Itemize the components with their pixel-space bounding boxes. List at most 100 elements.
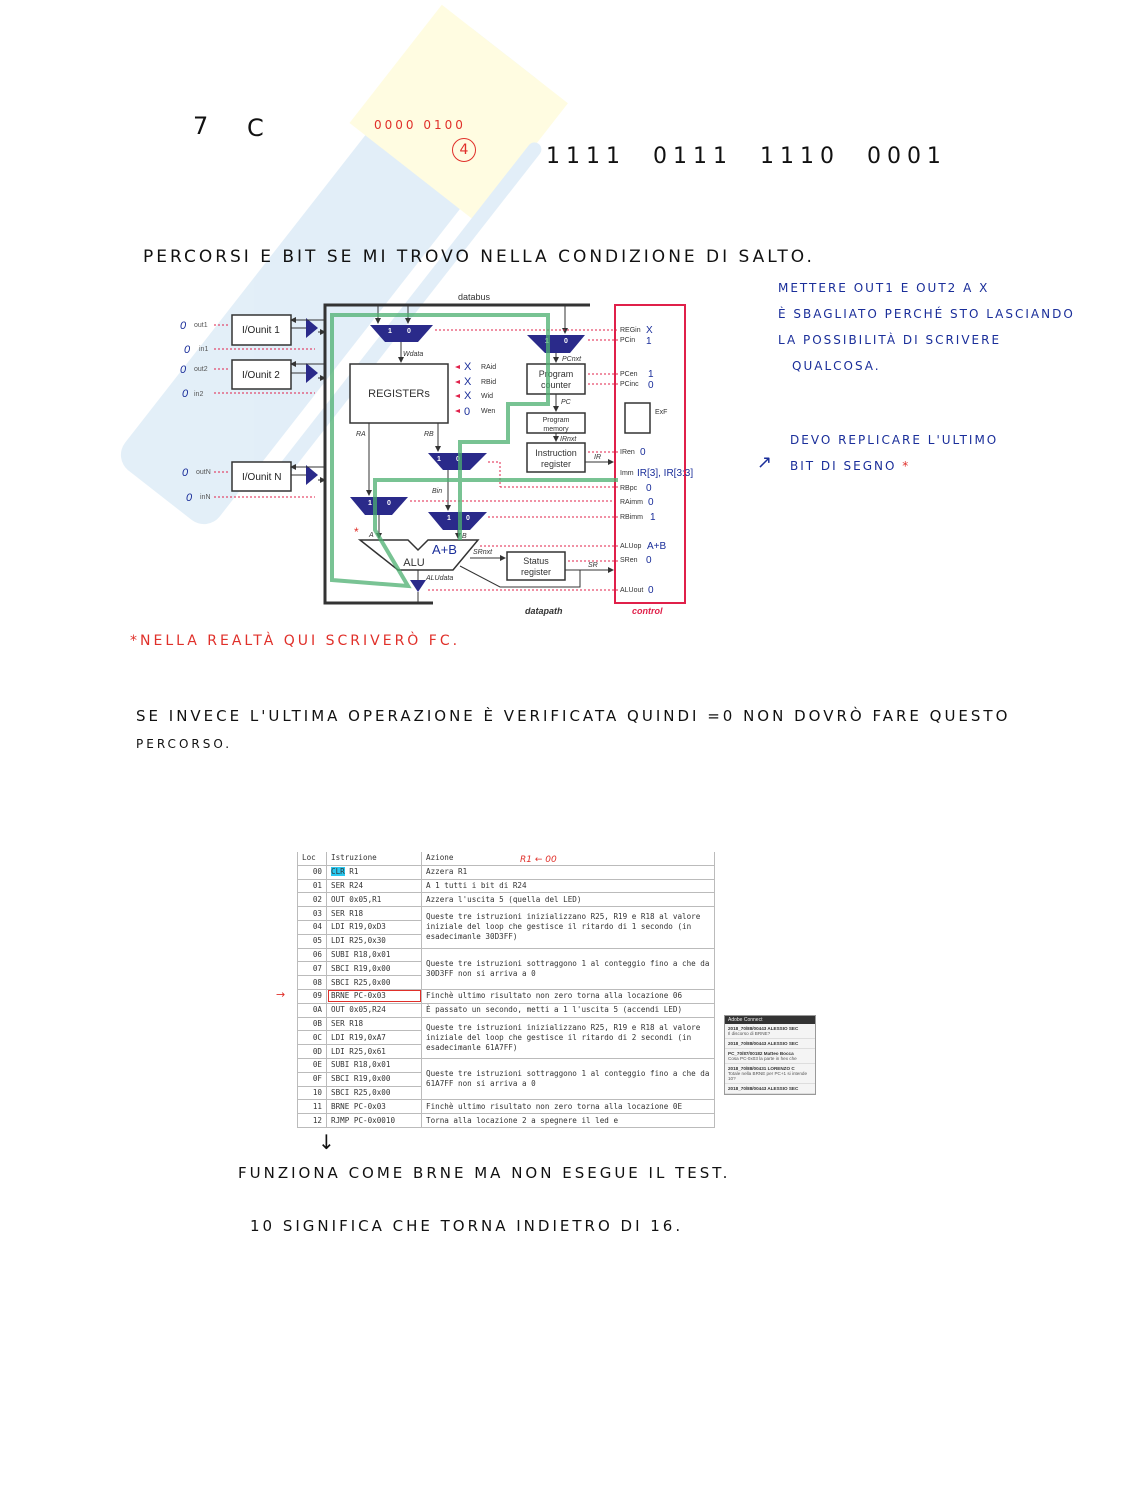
- diagram-reg_signals-1: RBid: [481, 379, 496, 386]
- diagram-control_signals-1-value: 1: [646, 336, 652, 347]
- control-values: X 1 1 0 0 IR[3], IR[3:3] 0 0 1 A+B 0 0: [637, 325, 693, 596]
- diagram-control_signals-0-name: REGin: [620, 327, 641, 334]
- table-rows-7-arg: R19,0x00: [353, 963, 391, 973]
- diagram-mux_labels-zero: 0: [387, 500, 391, 507]
- diagram-pm-1: memory: [543, 426, 569, 433]
- table-rows-15-arg: R19,0x00: [353, 1074, 391, 1084]
- table-rows-12-arg: R19,0xA7: [349, 1032, 386, 1042]
- diagram-control_signals-3-value: 0: [648, 380, 654, 391]
- col-header-azione: Azione: [421, 852, 715, 866]
- diagram-datapath: datapath: [525, 606, 563, 616]
- diagram-mux_labels-one: 1: [368, 500, 372, 507]
- databus-label: databus: [458, 292, 491, 302]
- table-rows-17-loc: 11: [297, 1099, 327, 1115]
- table-row: 0F SBCI R19,0x00: [297, 1071, 715, 1087]
- diagram-registers: REGISTERs: [368, 388, 430, 400]
- diagram-wires-pc: PC: [561, 399, 572, 406]
- table-rows-11-op: SER: [331, 1018, 345, 1028]
- diagram-control_signals-10-name: SRen: [620, 557, 638, 564]
- table-rows-15-op: SBCI: [331, 1074, 350, 1084]
- red-star: *: [902, 459, 911, 473]
- down-arrow-icon: ↓: [318, 1130, 335, 1154]
- note-line: la possibilità di scrivere: [778, 333, 1002, 347]
- hex-digit-7: 7: [193, 112, 212, 140]
- popup-items-0-who: 2018_70/88/00443 ALESSIO SEC: [728, 1026, 799, 1031]
- diagram-io_values-5: 0: [186, 492, 193, 504]
- table-rows-13-loc: 0D: [297, 1044, 327, 1059]
- registers-box: [349, 363, 449, 424]
- note-line: Mettere out1 e out2 a X: [778, 281, 990, 295]
- io-unit-2: [231, 359, 292, 390]
- table-rows-0-arg: R1: [349, 867, 359, 877]
- table-rows-18-loc: 12: [297, 1113, 327, 1128]
- diagram-wires-pcnxt: PCnxt: [562, 356, 582, 363]
- table-rows-4-op: LDI: [331, 922, 345, 932]
- table-rows-10-op: OUT: [331, 1005, 345, 1015]
- col-header-istruzione: Istruzione: [326, 852, 422, 866]
- table-rows-12-op: LDI: [331, 1032, 345, 1042]
- diagram-control_signals-0-value: X: [646, 325, 653, 336]
- io-unit-1: [231, 314, 292, 346]
- adobe-connect-popup[interactable]: Adobe Connect 2018_70/88/00443 ALESSIO S…: [724, 1015, 816, 1095]
- table-rows-5-op: LDI: [331, 936, 345, 946]
- diagram-pm-0: Program: [543, 417, 570, 424]
- diagram-pc-0: Program: [539, 369, 574, 379]
- diagram-reg_signals-3: Wen: [481, 408, 495, 415]
- bottom-line-2: 10 significa che torna indietro di 16.: [250, 1217, 684, 1235]
- table-rows-11-arg: R18: [349, 1018, 364, 1028]
- table-rows-17-arg: PC-0x03: [353, 1101, 386, 1111]
- diagram-status-1: register: [521, 567, 551, 577]
- diagram-wires-irnxt: IRnxt: [560, 436, 577, 443]
- diagram-wires-a: A: [368, 532, 374, 539]
- table-rows-14-loc: 0E: [297, 1057, 327, 1073]
- table-rows-8-loc: 08: [297, 975, 327, 990]
- table-rows-3-arg: R18: [349, 908, 364, 918]
- diagram-wires-bin: Bin: [432, 488, 442, 495]
- table-rows-8-arg: R25,0x00: [353, 977, 391, 987]
- diagram-io-0: I/Ounit 1: [242, 325, 280, 336]
- diagram-wires-rb: RB: [424, 431, 434, 438]
- diagram-mux_labels-one: 1: [447, 515, 451, 522]
- control-box: [614, 304, 686, 604]
- diagram-alu: ALU: [403, 557, 424, 569]
- diagram-io_values-2: 0: [180, 364, 187, 376]
- diagram-control_signals-3-name: PCinc: [620, 381, 639, 388]
- diagram-control_signals-10-value: 0: [646, 555, 652, 566]
- diagram-io_signals-0: out1: [194, 322, 208, 329]
- chat-message: 2018_70/88/00443 ALESSIO SEC: [725, 1084, 815, 1094]
- table-actions-4: Queste tre istruzioni sottraggono 1 al c…: [421, 947, 715, 990]
- diagram-control_signals-6-value: 0: [646, 483, 652, 494]
- diagram-wires-sr: SR: [588, 562, 598, 569]
- table-red-annotation: R1 ← 00: [520, 855, 557, 865]
- popup-items-0-msg: Il discorso di BRNE?: [728, 1031, 771, 1036]
- popup-items-1-who: 2018_70/88/00443 ALESSIO SEC: [728, 1041, 799, 1046]
- red-arrow-icon: →: [276, 988, 286, 1001]
- diagram-io_values-3: 0: [182, 388, 189, 400]
- table-rows-4-arg: R19,0xD3: [349, 922, 386, 932]
- table-rows-15-loc: 0F: [297, 1071, 327, 1087]
- table-actions-6: È passato un secondo, metti a 1 l'uscita…: [421, 1002, 715, 1018]
- databus-lines: [323, 303, 590, 605]
- table-rows-6-loc: 06: [297, 947, 327, 963]
- diagram-reg_values-2: X: [464, 390, 472, 402]
- diagram-exf: ExF: [655, 409, 667, 416]
- table-actions-10: Torna alla locazione 2 a spegnere il led…: [421, 1113, 715, 1128]
- note-line: qualcosa.: [792, 359, 881, 373]
- table-actions-5: Finchè ultimo risultato non zero torna a…: [421, 988, 715, 1004]
- table-rows-16-loc: 10: [297, 1085, 327, 1101]
- control-signals: REGin PCin PCen PCinc IRen Imm RBpc RAim…: [620, 327, 643, 594]
- table-actions-3: Queste tre istruzioni inizializzano R25,…: [421, 906, 715, 949]
- table-rows-12-loc: 0C: [297, 1030, 327, 1046]
- diagram-pc-1: counter: [541, 380, 571, 390]
- diagram-control_signals-2-value: 1: [648, 369, 654, 380]
